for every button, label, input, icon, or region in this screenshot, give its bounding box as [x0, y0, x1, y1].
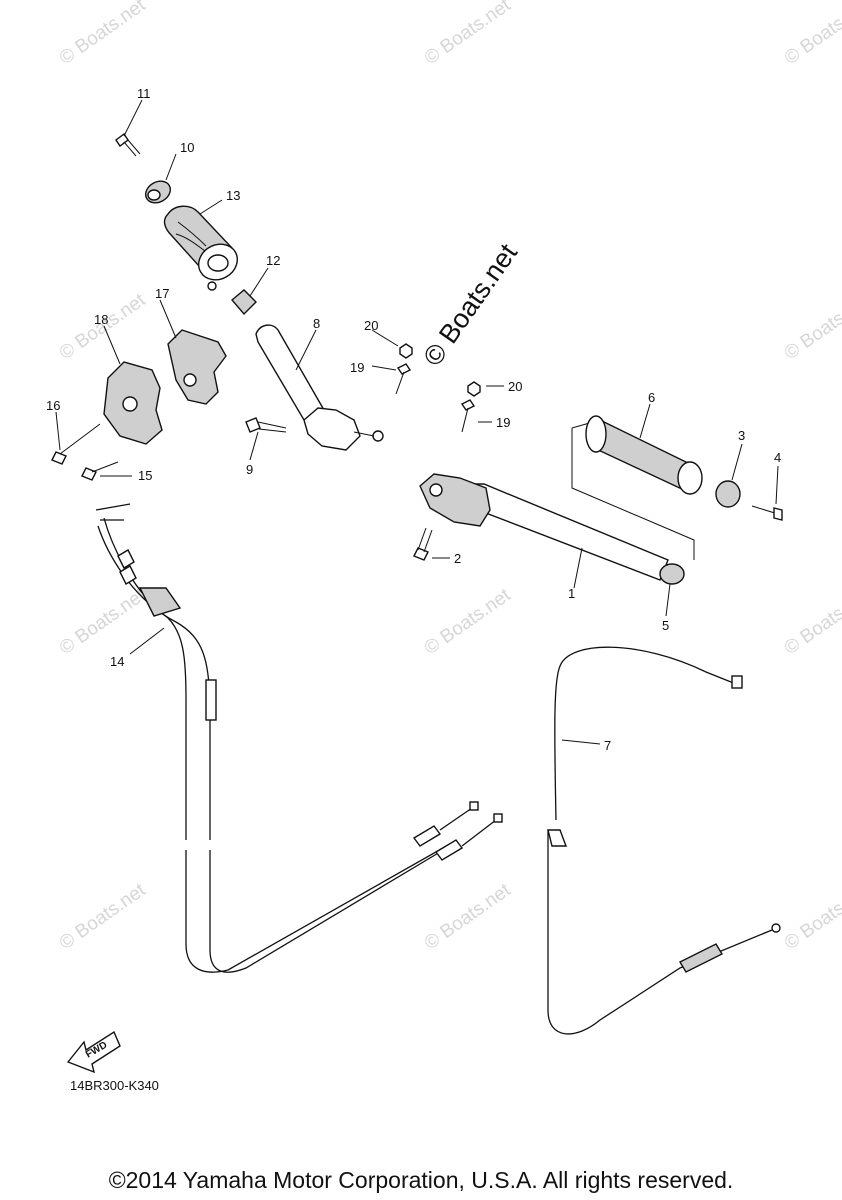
- callout-3: 3: [738, 428, 745, 443]
- part-7-clutch-cable: [547, 646, 781, 1035]
- callout-20-right: 20: [508, 379, 522, 394]
- watermark: © Boats.net: [56, 584, 150, 659]
- leader-lines: [55, 99, 779, 745]
- forward-arrow-icon: FWD: [66, 1030, 121, 1074]
- part-5-collar: [659, 563, 685, 585]
- watermark: © Boats.net: [781, 0, 842, 69]
- part-10-grip-end: [144, 180, 172, 204]
- part-13-throttle-grip: [163, 205, 238, 291]
- part-1-handlebar-right: [419, 473, 669, 581]
- watermark: © Boats.net: [56, 879, 150, 954]
- part-14-throttle-cable: [95, 503, 503, 973]
- part-16-screw: [51, 423, 101, 465]
- part-2-bolt: [413, 527, 433, 561]
- callout-13: 13: [226, 188, 240, 203]
- callout-18: 18: [94, 312, 108, 327]
- callout-11: 11: [137, 86, 151, 101]
- watermark: © Boats.net: [781, 879, 842, 954]
- copyright-notice: ©2014 Yamaha Motor Corporation, U.S.A. A…: [109, 1167, 734, 1193]
- part-17-switch-housing: [167, 329, 227, 405]
- callout-19-right: 19: [496, 415, 510, 430]
- callout-16: 16: [46, 398, 60, 413]
- callout-15: 15: [138, 468, 152, 483]
- part-8-handlebar-left: [255, 324, 384, 451]
- watermark-main: © Boats.net: [417, 238, 523, 372]
- watermark: © Boats.net: [421, 879, 515, 954]
- part-11-screw: [115, 132, 141, 157]
- callout-5: 5: [662, 618, 669, 633]
- part-18-switch-lower: [103, 361, 163, 445]
- callout-4: 4: [774, 450, 781, 465]
- callout-10: 10: [180, 140, 194, 155]
- watermark: © Boats.net: [421, 0, 515, 69]
- callout-19-left: 19: [350, 360, 364, 375]
- part-6-handlebar-grip: [571, 415, 703, 560]
- part-20-nut: [399, 343, 481, 397]
- callout-17: 17: [155, 286, 169, 301]
- callout-6: 6: [648, 390, 655, 405]
- part-4-screw: [751, 505, 783, 521]
- part-15-screw: [81, 461, 119, 481]
- diagram-code: 14BR300-K340: [70, 1078, 159, 1093]
- watermark: © Boats.net: [56, 0, 150, 69]
- part-12-collar: [231, 289, 257, 316]
- part-9-bolt: [245, 417, 287, 433]
- watermark: © Boats.net: [421, 584, 515, 659]
- callout-14: 14: [110, 654, 124, 669]
- callout-9: 9: [246, 462, 253, 477]
- callout-1: 1: [568, 586, 575, 601]
- callout-8: 8: [313, 316, 320, 331]
- callout-12: 12: [266, 253, 280, 268]
- callout-2: 2: [454, 551, 461, 566]
- callout-20-left: 20: [364, 318, 378, 333]
- part-3-grip-end: [715, 480, 741, 508]
- watermark: © Boats.net: [781, 289, 842, 364]
- callout-labels: 11 10 13 12 8 17 18 16 15 9 19 20 20 19 …: [46, 86, 781, 753]
- watermark: © Boats.net: [781, 584, 842, 659]
- part-19-screw: [395, 363, 476, 433]
- callout-7: 7: [604, 738, 611, 753]
